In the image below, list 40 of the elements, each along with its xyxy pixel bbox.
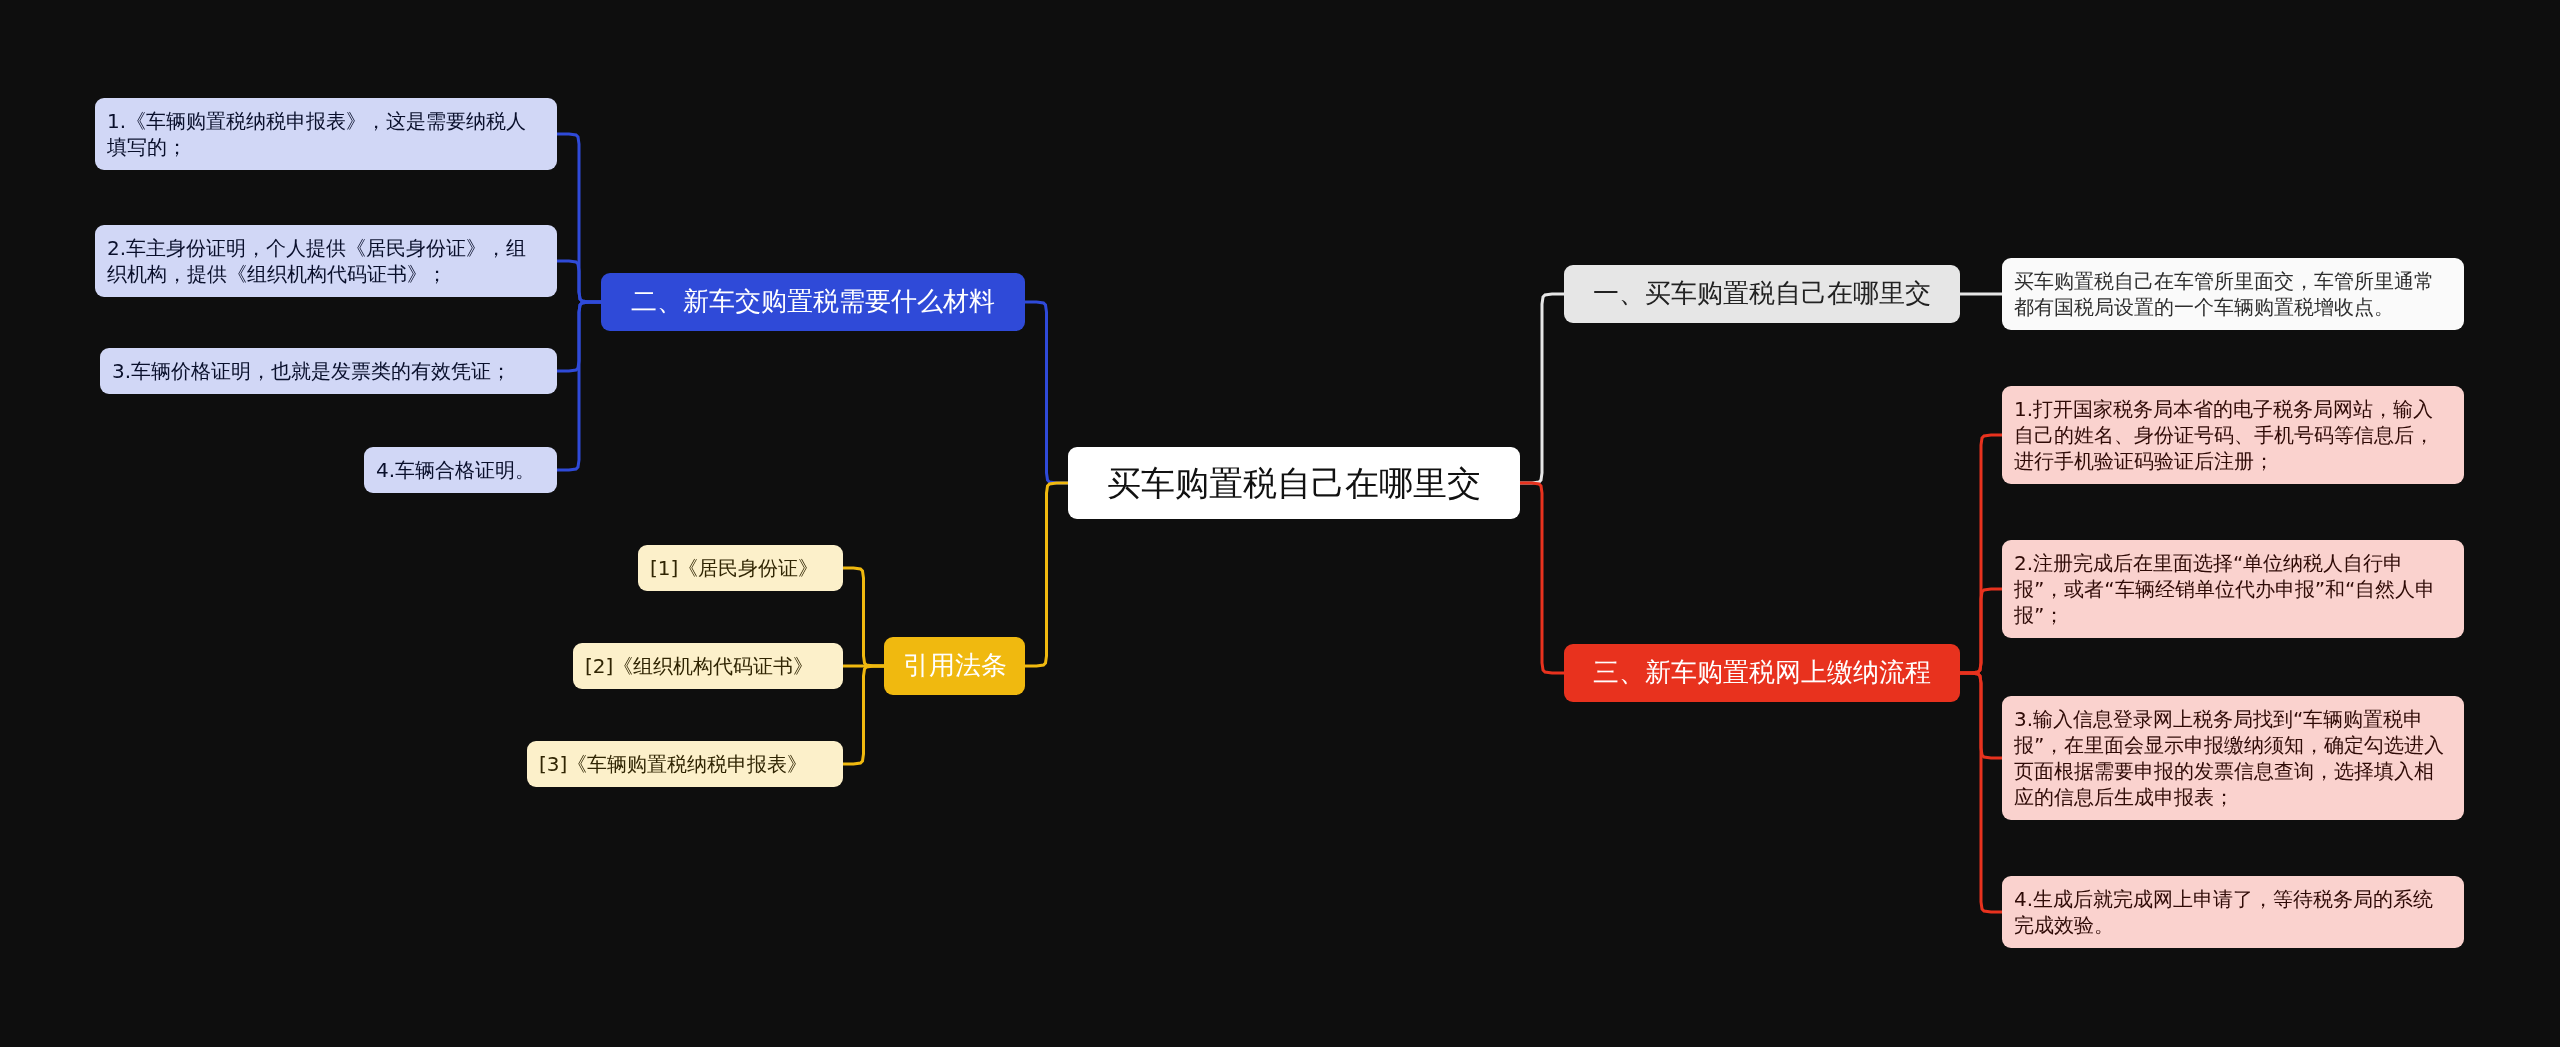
central-topic-text: 买车购置税自己在哪里交	[1107, 461, 1481, 505]
detail-text: 2.车主身份证明，个人提供《居民身份证》，组织机构，提供《组织机构代码证书》；	[107, 235, 528, 287]
branch-topic-text: 引用法条	[902, 649, 1007, 683]
detail-text: 4.车辆合格证明。	[376, 457, 536, 483]
detail-box	[95, 225, 557, 297]
detail-text: 3.输入信息登录网上税务局找到“车辆购置税申报”，在里面会显示申报缴纳须知，确定勾选进入页面根据需要申报的发票信息查询，选择填入相应的信息后生成申报表；	[2014, 706, 2446, 810]
detail-text: 3.车辆价格证明，也就是发票类的有效凭证；	[112, 358, 512, 384]
detail-box	[100, 348, 557, 394]
detail-text: 1.打开国家税务局本省的电子税务局网站，输入自己的姓名、身份证号码、手机号码等信息后，进行手机验证码验证后注册；	[2014, 396, 2435, 474]
branch-topic-box	[884, 637, 1025, 695]
connector-line	[557, 300, 601, 472]
detail-text: 4.生成后就完成网上申请了，等待税务局的系统完成效验。	[2014, 886, 2435, 938]
detail-text: [1]《居民身份证》	[650, 555, 819, 581]
branch-topic-box	[1564, 265, 1960, 323]
detail-box	[364, 447, 557, 493]
detail-box	[2002, 540, 2464, 638]
branch-topic-text: 二、新车交购置税需要什么材料	[631, 285, 995, 319]
connector-line	[1960, 292, 2002, 296]
branch-topic-text: 三、新车购置税网上缴纳流程	[1593, 656, 1931, 690]
connector-line	[1025, 481, 1068, 668]
detail-text: [2]《组织机构代码证书》	[585, 653, 814, 679]
detail-box	[638, 545, 843, 591]
detail-text: [3]《车辆购置税纳税申报表》	[539, 751, 808, 777]
central-topic-box	[1068, 446, 1520, 520]
detail-text: 1.《车辆购置税纳税申报表》，这是需要纳税人填写的；	[107, 108, 528, 160]
detail-box	[2002, 876, 2464, 948]
connector-line	[843, 664, 884, 766]
detail-text: 买车购置税自己在车管所里面交，车管所里通常都有国税局设置的一个车辆购置税增收点。	[2014, 268, 2435, 320]
detail-box	[2002, 696, 2464, 820]
connector-line	[1960, 671, 2002, 914]
detail-box	[95, 98, 557, 170]
detail-box	[2002, 258, 2464, 330]
branch-topic-text: 一、买车购置税自己在哪里交	[1593, 277, 1931, 311]
detail-box	[527, 741, 843, 787]
detail-box	[573, 643, 843, 689]
branch-topic-box	[601, 273, 1025, 331]
detail-text: 2.注册完成后在里面选择“单位纳税人自行申报”，或者“车辆经销单位代办申报”和“自然人申报”；	[2014, 550, 2437, 628]
detail-box	[2002, 386, 2464, 484]
branch-topic-box	[1564, 644, 1960, 702]
connector-line	[1520, 481, 1564, 675]
